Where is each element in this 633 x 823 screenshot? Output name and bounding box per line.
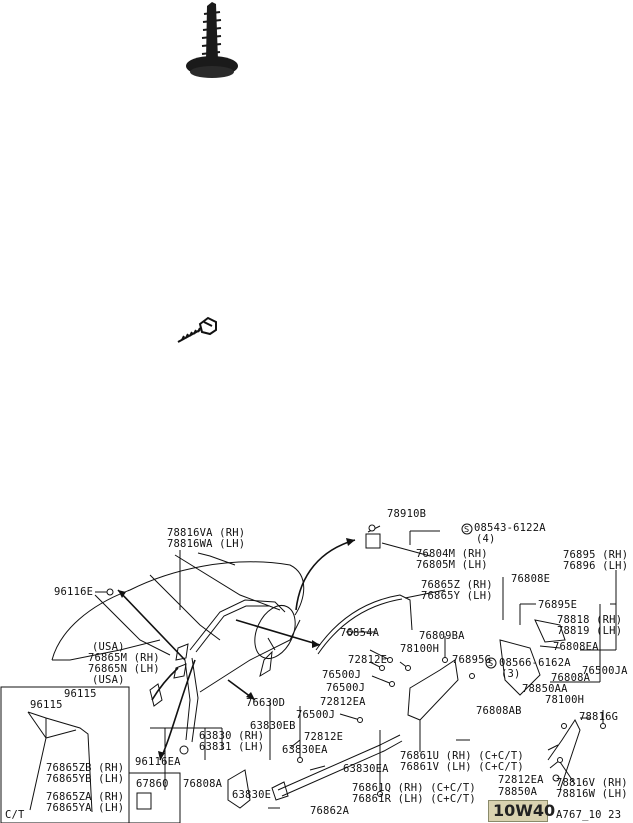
- label-76861q: 76861Q (RH) (C+C/T): [352, 782, 476, 794]
- label-76500j-1: 76500J: [322, 669, 362, 681]
- label-usa-1: (USA): [92, 641, 125, 653]
- label-08566-qty: (3): [501, 668, 521, 680]
- label-76861r: 76861R (LH) (C+C/T): [352, 793, 476, 805]
- label-76500j-2: 76500J: [326, 682, 366, 694]
- inset-label-67860: 67860: [136, 778, 169, 790]
- label-usa-2: (USA): [92, 674, 125, 686]
- label-76865n: 76865N (LH): [88, 663, 160, 675]
- label-08543-6122a: 08543-6122A: [474, 522, 546, 534]
- label-72812ea-1: 72812EA: [320, 696, 366, 708]
- inset-box: [0, 686, 181, 823]
- inset-label-ct: C/T: [5, 809, 25, 821]
- label-78816w: 78816W (LH): [556, 788, 628, 800]
- label-76865y: 76865Y (LH): [421, 590, 493, 602]
- label-76804m: 76804M (RH): [416, 548, 488, 560]
- label-76630d: 76630D: [246, 697, 286, 709]
- label-76500j-3: 76500J: [296, 709, 336, 721]
- label-63830ea-1: 63830EA: [282, 744, 328, 756]
- label-78850aa: 78850AA: [522, 683, 568, 695]
- label-76865m: 76865M (RH): [88, 652, 160, 664]
- label-76808a-1: 76808A: [551, 672, 591, 684]
- label-76805m: 76805M (LH): [416, 559, 488, 571]
- label-76861u: 76861U (RH) (C+C/T): [400, 750, 524, 762]
- label-76862a: 76862A: [310, 805, 350, 817]
- label-63831: 63831 (LH): [199, 741, 265, 753]
- label-76808e: 76808E: [511, 573, 551, 585]
- svg-text:S: S: [464, 525, 469, 534]
- arrows: [117, 539, 356, 761]
- label-78816va: 78816VA (RH): [167, 527, 246, 539]
- label-78819: 78819 (LH): [557, 625, 623, 637]
- label-78818: 78818 (RH): [557, 614, 623, 626]
- label-76865z: 76865Z (RH): [421, 579, 493, 591]
- watermark-logo: 10W40: [488, 800, 555, 822]
- label-78100h-2: 78100H: [545, 694, 585, 706]
- label-76809ba: 76809BA: [419, 630, 465, 642]
- label-76500ja: 76500JA: [582, 665, 628, 677]
- label-78100h-1: 78100H: [400, 643, 440, 655]
- label-72812e-1: 72812E: [348, 654, 388, 666]
- label-78850a: 78850A: [498, 786, 538, 798]
- inset-label-76865ya: 76865YA (LH): [46, 802, 125, 814]
- label-78910b: 78910B: [387, 508, 427, 520]
- label-63830e: 63830E: [232, 789, 272, 801]
- label-76896: 76896 (LH): [563, 560, 629, 572]
- label-76895g: 76895G: [452, 654, 492, 666]
- label-76861v: 76861V (LH) (C+C/T): [400, 761, 524, 773]
- label-76808ab: 76808AB: [476, 705, 522, 717]
- label-72812e-2: 72812E: [304, 731, 344, 743]
- label-76895e: 76895E: [538, 599, 578, 611]
- label-08543-qty: (4): [476, 533, 496, 545]
- label-76854a: 76854A: [340, 627, 380, 639]
- inset-label-76865zb: 76865ZB (RH): [46, 762, 125, 774]
- label-08566-6162a: 08566-6162A: [499, 657, 571, 669]
- label-96116ea: 96116EA: [135, 756, 181, 768]
- svg-text:S: S: [488, 659, 493, 668]
- label-76895: 76895 (RH): [563, 549, 629, 561]
- label-76808ea: 76808EA: [553, 641, 599, 653]
- tapping-screw-icon: [177, 316, 217, 343]
- label-63830ea-2: 63830EA: [343, 763, 389, 775]
- label-96116e: 96116E: [54, 586, 94, 598]
- flange-screw-icon: [186, 2, 238, 78]
- label-76808a-2: 76808A: [183, 778, 223, 790]
- label-72812ea-2: 72812EA: [498, 774, 544, 786]
- label-78816wa: 78816WA (LH): [167, 538, 246, 550]
- car-body-outline: [51, 552, 305, 743]
- inset-label-96115-a: 96115: [30, 699, 63, 711]
- inset-label-96115-b: 96115: [64, 688, 97, 700]
- label-78816v: 78816V (RH): [556, 777, 628, 789]
- label-63830: 63830 (RH): [199, 730, 265, 742]
- label-63830eb: 63830EB: [250, 720, 296, 732]
- label-78816g: 78816G: [579, 711, 619, 723]
- diagram-code: A767_10 23: [556, 809, 622, 821]
- inset-label-76865za: 76865ZA (RH): [46, 791, 125, 803]
- inset-label-76865yb: 76865YB (LH): [46, 773, 125, 785]
